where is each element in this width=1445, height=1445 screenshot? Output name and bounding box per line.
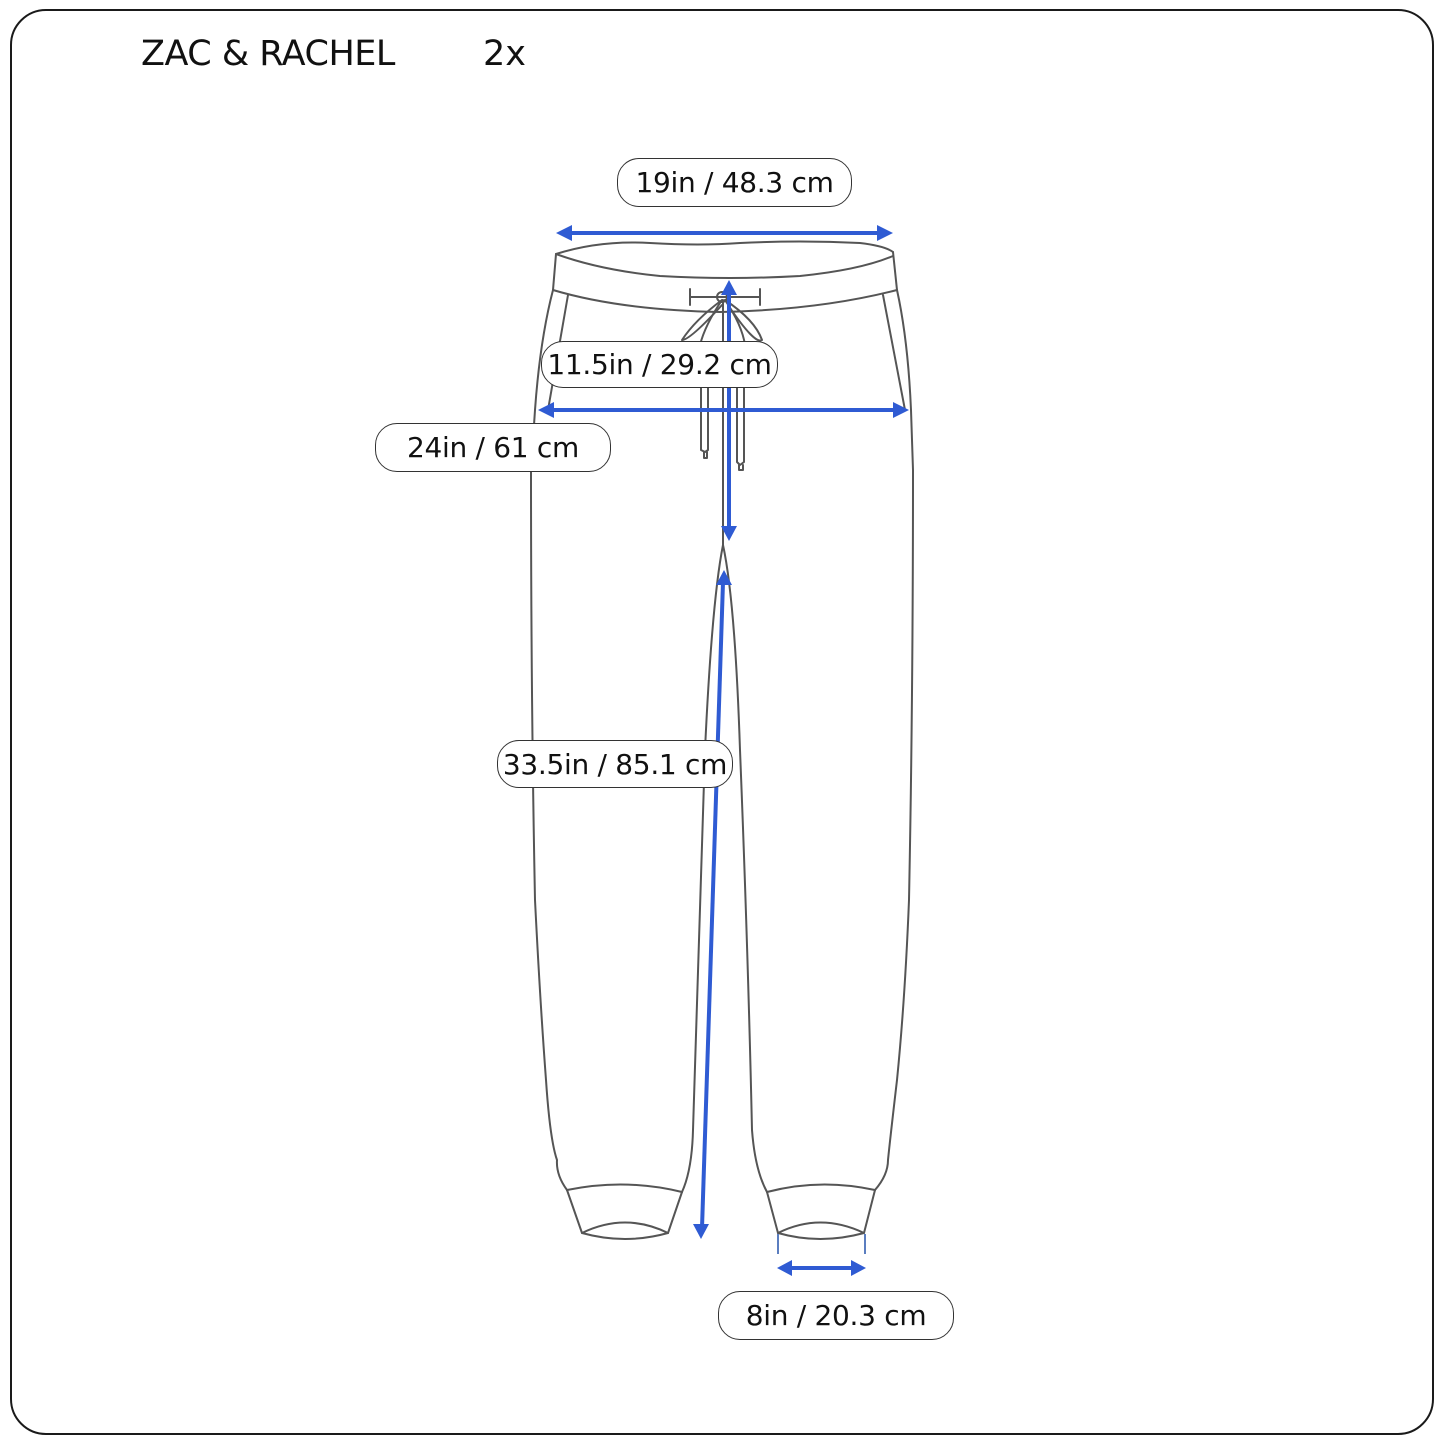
measurement-arrows (538, 225, 909, 1276)
waist-measurement-label: 19in / 48.3 cm (617, 158, 852, 207)
hip-arrow-icon (538, 402, 909, 418)
brand-title: ZAC & RACHEL (141, 34, 395, 74)
rise-measurement-label: 11.5in / 29.2 cm (541, 341, 778, 388)
size-label: 2x (483, 34, 526, 74)
inseam-measurement-label: 33.5in / 85.1 cm (497, 740, 733, 788)
hip-measurement-label: 24in / 61 cm (375, 423, 611, 472)
diagram-frame (10, 9, 1434, 1435)
leg-opening-measurement-label: 8in / 20.3 cm (718, 1291, 954, 1340)
leg-opening-ticks (777, 1234, 866, 1254)
rise-arrow-icon (721, 280, 737, 541)
waist-arrow-icon (556, 225, 893, 241)
leg-opening-arrow-icon (777, 1260, 866, 1276)
inseam-arrow-icon (693, 570, 732, 1239)
